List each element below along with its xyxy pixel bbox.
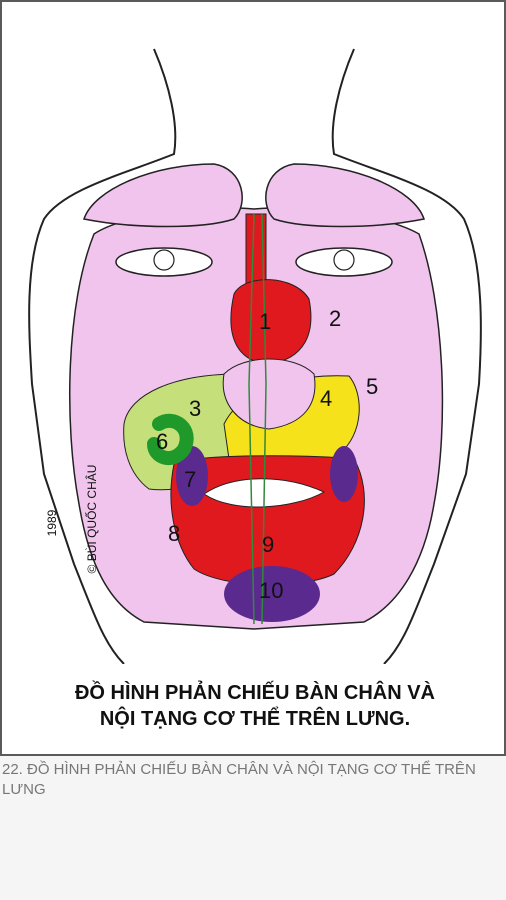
organ-7b: [330, 446, 358, 502]
left-heel-eye: [153, 249, 175, 271]
body-reflex-diagram: 1 2 3 4 5 6 7 8 9 10: [28, 48, 482, 664]
right-foot-shoulder: [265, 163, 425, 228]
right-heel: [295, 247, 393, 277]
copyright-text: © BÙI QUỐC CHÂU: [85, 464, 99, 574]
organ-6: [147, 413, 194, 465]
copyright-year: 1989: [45, 509, 59, 537]
spine-line-left: [248, 213, 255, 625]
figure-title: ĐỒ HÌNH PHẢN CHIẾU BÀN CHÂN VÀ NỘI TẠNG …: [2, 680, 506, 732]
left-heel: [115, 247, 213, 277]
label-7: 7: [184, 467, 196, 492]
spine-line-right: [261, 213, 267, 625]
organ-7: [176, 446, 208, 506]
label-10: 10: [259, 578, 283, 603]
label-9: 9: [262, 532, 274, 557]
organ-10: [224, 566, 320, 622]
figure-frame: 1 2 3 4 5 6 7 8 9 10 © BÙI QUỐC CHÂU 198…: [0, 0, 506, 756]
figure-title-line-1: ĐỒ HÌNH PHẢN CHIẾU BÀN CHÂN VÀ: [74, 682, 435, 704]
body-outline: [28, 48, 482, 664]
label-8: 8: [168, 521, 180, 546]
left-foot-shoulder: [83, 163, 243, 228]
label-2: 2: [329, 306, 341, 331]
right-heel-eye: [333, 249, 355, 271]
label-5: 5: [366, 374, 378, 399]
image-caption: 22. ĐỒ HÌNH PHẢN CHIẾU BÀN CHÂN VÀ NỘI T…: [2, 761, 476, 798]
label-4: 4: [320, 386, 332, 411]
label-1: 1: [259, 309, 271, 334]
label-3: 3: [189, 396, 201, 421]
figure-title-line-2: NỘI TẠNG CƠ THỂ TRÊN LƯNG.: [99, 708, 411, 730]
label-6: 6: [156, 429, 168, 454]
